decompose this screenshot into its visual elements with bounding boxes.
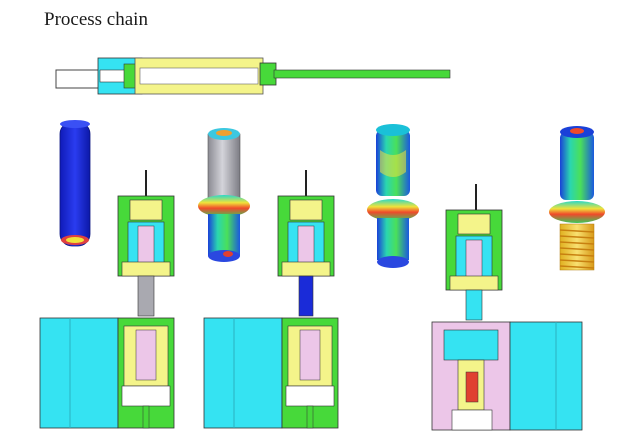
workpiece-stage-1 <box>198 128 250 262</box>
workpiece-billet <box>59 120 91 247</box>
lower-die-1 <box>39 317 175 429</box>
tool-rod-assembly <box>55 57 451 95</box>
diagram-title: Process chain <box>44 9 148 30</box>
punch-station-3 <box>445 184 503 321</box>
lower-die-3 <box>431 321 583 431</box>
lower-die-2 <box>203 317 339 429</box>
punch-station-1 <box>117 170 175 317</box>
workpiece-threaded <box>549 126 605 271</box>
workpiece-stage-2 <box>367 124 419 268</box>
punch-station-2 <box>277 170 335 317</box>
